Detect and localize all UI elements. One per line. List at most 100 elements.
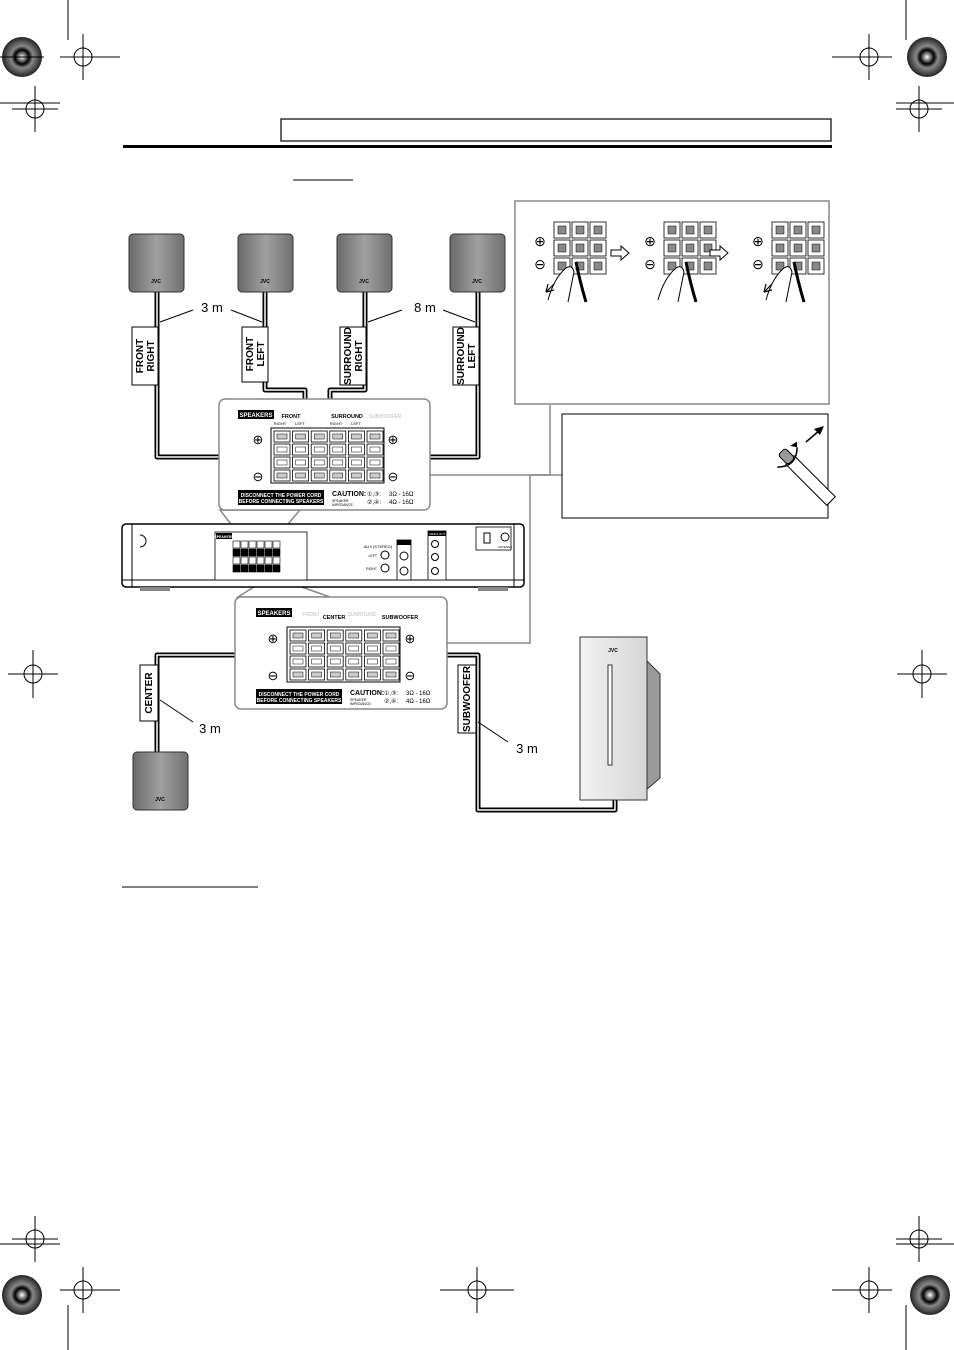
terminal-lever [292, 671, 304, 678]
brand-logo: JVC [260, 279, 270, 285]
impedance-label: IMPEDANCE [332, 503, 353, 507]
speaker-wire [684, 261, 698, 303]
impedance-value: 3Ω - 16Ω [406, 691, 431, 697]
minus-icon: ⊖ [534, 256, 546, 272]
terminal-lever [313, 433, 325, 440]
terminal-clip [240, 556, 249, 565]
svg-text:LEFT: LEFT [256, 342, 267, 367]
caution-label: CAUTION: [350, 690, 384, 697]
impedance-group: ②,④: [384, 698, 398, 705]
terminal-lever [332, 472, 344, 479]
terminal-lever [369, 446, 381, 453]
svg-text:RIGHT: RIGHT [146, 340, 157, 371]
terminal-lever [329, 658, 341, 665]
terminal-lever [385, 671, 397, 678]
impedance-value: 3Ω - 16Ω [389, 492, 414, 498]
terminal-lever [348, 658, 360, 665]
minus-icon: ⊖ [253, 469, 264, 484]
cable-length-center: 3 m [199, 721, 221, 736]
speakers-label: SPEAKERS [214, 535, 234, 539]
terminal-lever [685, 243, 695, 253]
speaker-wire [574, 261, 588, 303]
terminal-lever [775, 261, 785, 271]
terminal-lever [811, 225, 821, 235]
impedance-label: IMPEDANCE [350, 702, 371, 706]
minus-icon: ⊖ [644, 256, 656, 272]
svg-text:FRONT: FRONT [135, 339, 146, 373]
brand-logo: JVC [359, 279, 369, 285]
speaker-front-right: JVC [128, 233, 185, 293]
warning-line: BEFORE CONNECTING SPEAKERS [239, 499, 324, 505]
terminal-lever [793, 243, 803, 253]
terminal-clip [272, 540, 281, 549]
arrow-icon [763, 283, 773, 293]
terminal-lever [703, 243, 713, 253]
terminal-lever [367, 671, 378, 678]
svg-text:RIGHT: RIGHT [354, 340, 365, 371]
group-surround: SURROUND [331, 414, 363, 420]
warning-line: BEFORE CONNECTING SPEAKERS [257, 698, 342, 704]
terminal-grid [273, 430, 384, 482]
terminal-lever [332, 433, 344, 440]
plus-icon: ⊕ [268, 631, 279, 646]
terminal-lever [367, 658, 378, 665]
plus-icon: ⊕ [405, 631, 416, 646]
cable-length-front: 3 m [201, 300, 223, 315]
speaker-center: JVC [132, 751, 189, 811]
inset-wire-twist [561, 413, 836, 519]
label-surround-right: SURROUND RIGHT [339, 326, 367, 386]
svg-text:SURROUND: SURROUND [343, 327, 354, 385]
group-subwoofer: SUBWOOFER [382, 615, 418, 621]
twisted-wire-icon [777, 441, 836, 506]
audio-left-label: LEFT [368, 554, 377, 558]
svg-text:SUBWOOFER: SUBWOOFER [462, 665, 473, 732]
terminal-lever [667, 261, 677, 271]
terminal-lever [369, 433, 381, 440]
arrow-right-icon [709, 244, 729, 262]
terminal-clip [248, 548, 257, 557]
header-box [280, 118, 832, 142]
terminal-clip [264, 540, 273, 549]
brand-logo: JVC [151, 279, 161, 285]
terminal-clip [256, 548, 265, 557]
terminal-lever [295, 472, 306, 479]
terminal-lever [348, 645, 360, 652]
group-surround: SURROUND [348, 612, 377, 618]
label-surround-left: SURROUND LEFT [452, 326, 480, 386]
hand-icon [765, 266, 793, 303]
terminal-lever [332, 459, 344, 466]
terminal-lever [703, 261, 713, 271]
svg-text:SURROUND: SURROUND [456, 327, 467, 385]
inset-wire-connection: ⊕⊖⊕⊖⊕⊖ [514, 200, 830, 405]
arrow-icon [545, 283, 555, 293]
receiver-rear-panel: SPEAKERS AUX (STEREO) LEFT RIGHT VIDEO O… [121, 523, 525, 591]
terminal-clip [232, 548, 241, 557]
terminal-grid [289, 629, 400, 681]
minus-icon: ⊖ [388, 469, 399, 484]
registration-target-icon [907, 37, 947, 77]
terminal-lever [793, 225, 803, 235]
terminal-lever [311, 658, 322, 665]
warning-line: DISCONNECT THE POWER CORD [259, 692, 340, 698]
terminal-lever [292, 658, 304, 665]
terminal-clip [272, 564, 281, 573]
col-right: RIGHT [330, 421, 343, 426]
speaker-surround-left: JVC [449, 233, 506, 293]
terminal-clip [264, 548, 273, 557]
terminal-lever [313, 446, 325, 453]
terminal-lever [313, 472, 325, 479]
terminal-lever [329, 632, 341, 639]
terminal-lever [292, 645, 304, 652]
terminal-clip [264, 564, 273, 573]
terminal-clip [240, 540, 249, 549]
impedance-group: ①,③: [384, 690, 398, 697]
terminal-lever [276, 472, 288, 479]
caution-label: CAUTION: [332, 491, 366, 498]
panel-title: SPEAKERS [257, 611, 290, 617]
terminal-clip [232, 540, 241, 549]
terminal-lever [329, 671, 341, 678]
terminal-lever [557, 225, 567, 235]
hand-icon [547, 266, 575, 303]
